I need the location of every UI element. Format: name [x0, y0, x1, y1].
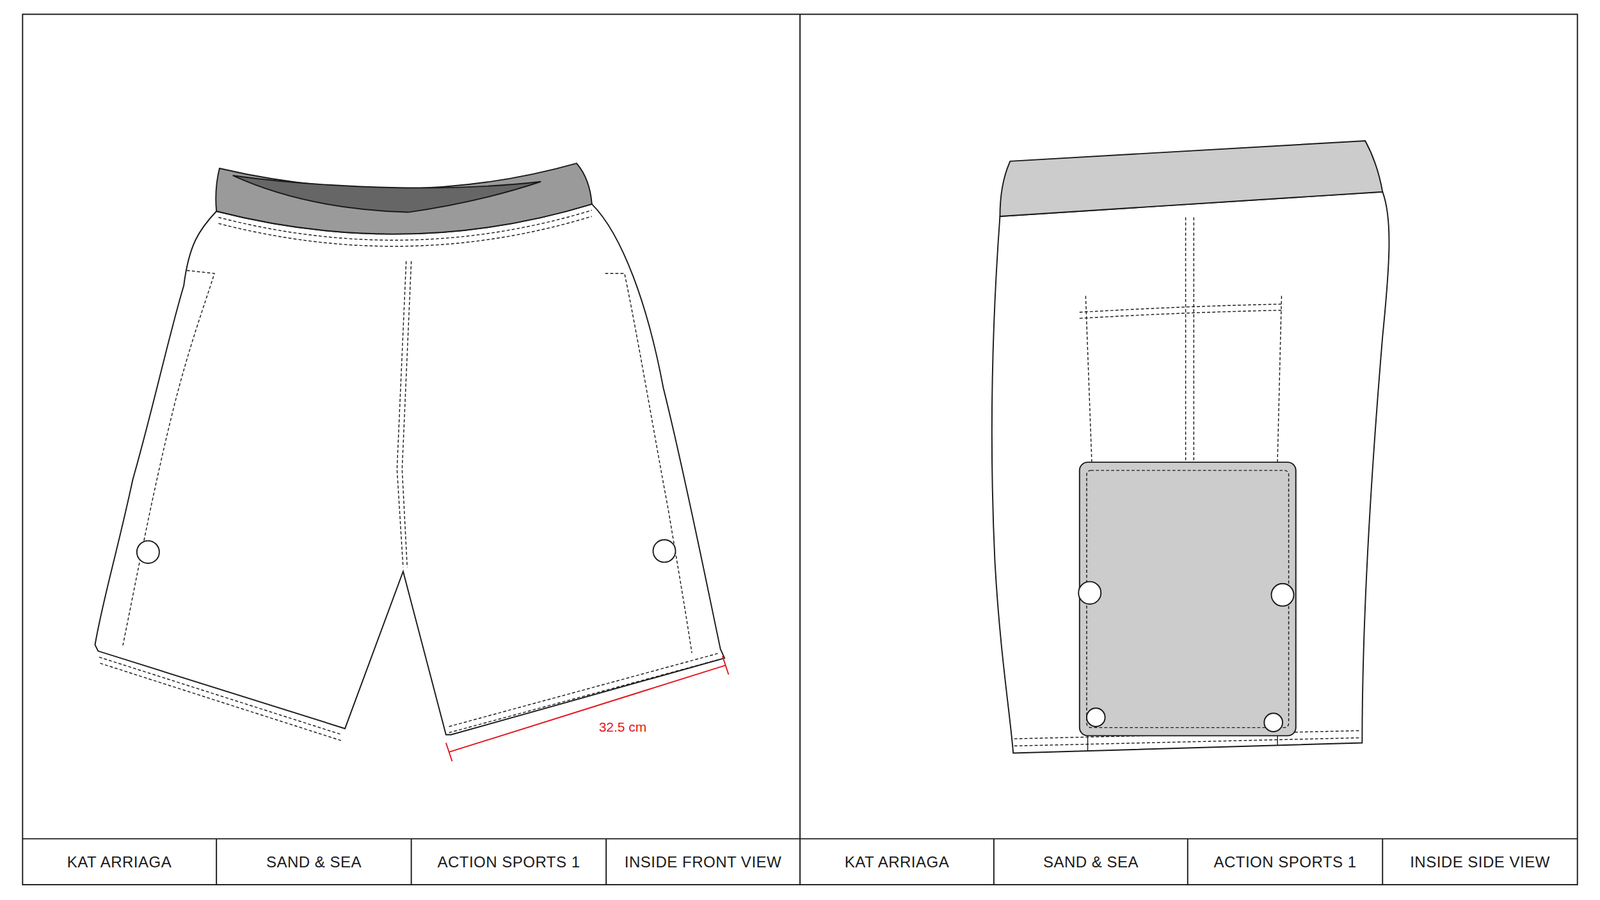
- front-shorts: [94, 163, 725, 741]
- title-block-cell: ACTION SPORTS 1: [1189, 840, 1382, 884]
- side-shorts: [992, 140, 1390, 753]
- title-block-cell: INSIDE FRONT VIEW: [607, 840, 799, 884]
- title-text: KAT ARRIAGA: [67, 853, 172, 872]
- dimension-line: [446, 656, 729, 761]
- title-text: KAT ARRIAGA: [844, 853, 950, 872]
- title-block-cell: KAT ARRIAGA: [23, 840, 216, 884]
- title-text: ACTION SPORTS 1: [1213, 853, 1357, 872]
- title-block-cell: SAND & SEA: [217, 840, 411, 884]
- title-block-cell: INSIDE SIDE VIEW: [1383, 840, 1577, 884]
- title-text: ACTION SPORTS 1: [437, 853, 580, 872]
- sheet-frame: [22, 14, 1577, 885]
- title-text: INSIDE SIDE VIEW: [1409, 853, 1551, 872]
- title-text: SAND & SEA: [1043, 853, 1139, 872]
- title-block-cell: ACTION SPORTS 1: [412, 840, 605, 884]
- title-block-cell: SAND & SEA: [995, 840, 1187, 884]
- title-block-cell: KAT ARRIAGA: [801, 840, 993, 884]
- title-text: SAND & SEA: [266, 853, 362, 872]
- title-text: INSIDE FRONT VIEW: [624, 853, 782, 872]
- dimension-label: 32.5 cm: [597, 719, 649, 735]
